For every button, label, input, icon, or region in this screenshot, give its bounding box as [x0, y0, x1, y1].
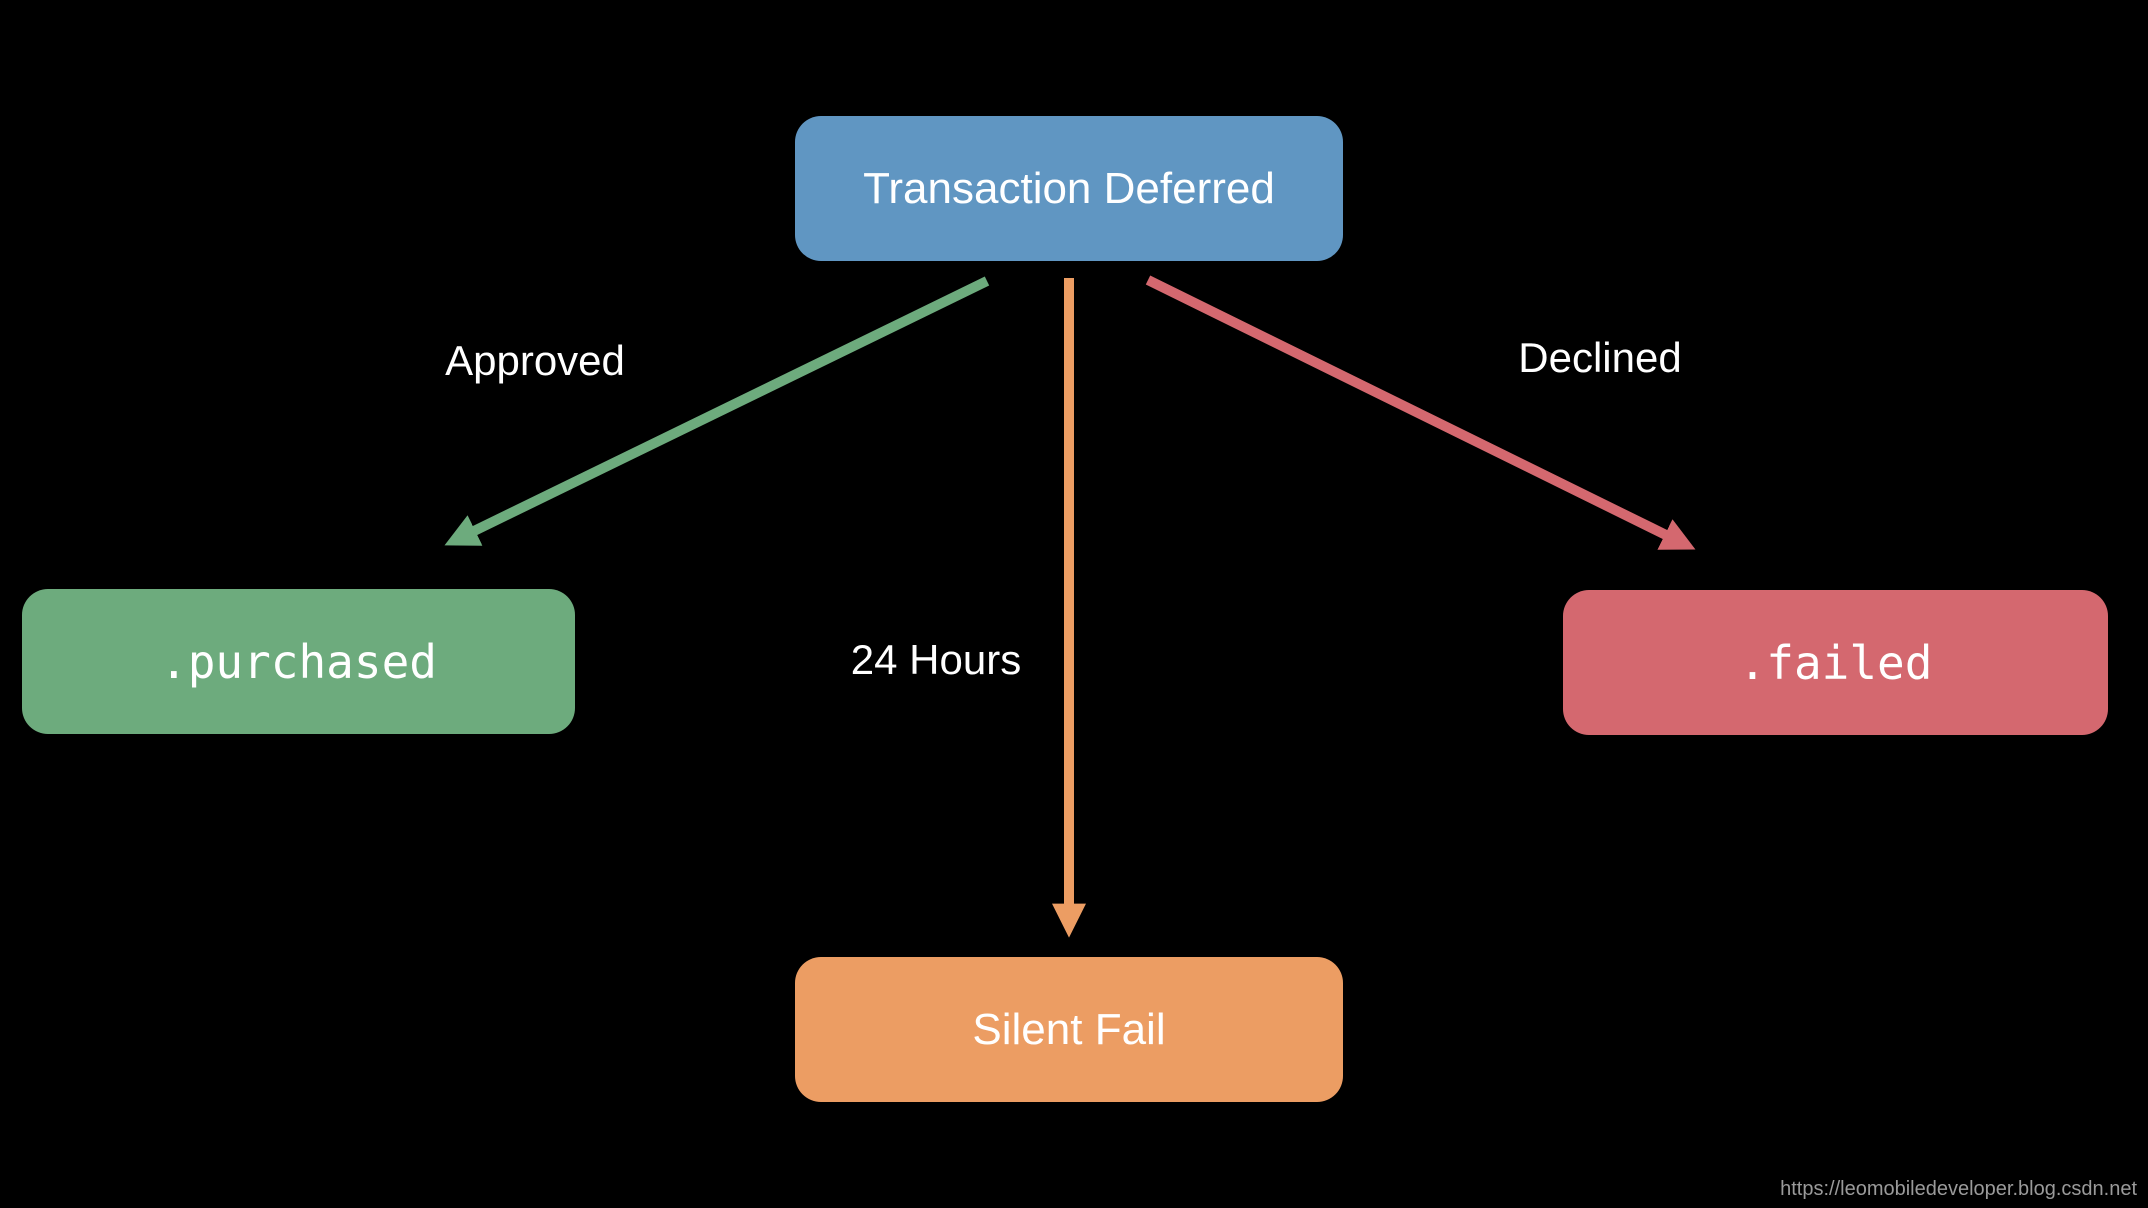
approved-arrow: [444, 276, 990, 546]
watermark-url: https://leomobiledeveloper.blog.csdn.net: [1780, 1178, 2137, 1200]
node-silent-fail-label: Silent Fail: [972, 1004, 1166, 1054]
node-purchased: .purchased: [22, 589, 575, 734]
node-failed-label: .failed: [1738, 635, 1933, 690]
edge-label-24-hours: 24 Hours: [850, 636, 1022, 683]
node-transaction-deferred-label: Transaction Deferred: [863, 163, 1275, 213]
node-purchased-label: .purchased: [160, 634, 437, 689]
node-silent-fail: Silent Fail: [795, 957, 1343, 1102]
node-transaction-deferred: Transaction Deferred: [795, 116, 1343, 261]
declined-arrow: [1145, 275, 1696, 550]
edge-label-approved: Approved: [445, 337, 625, 384]
edge-label-declined: Declined: [1518, 334, 1682, 381]
node-failed: .failed: [1563, 590, 2108, 735]
